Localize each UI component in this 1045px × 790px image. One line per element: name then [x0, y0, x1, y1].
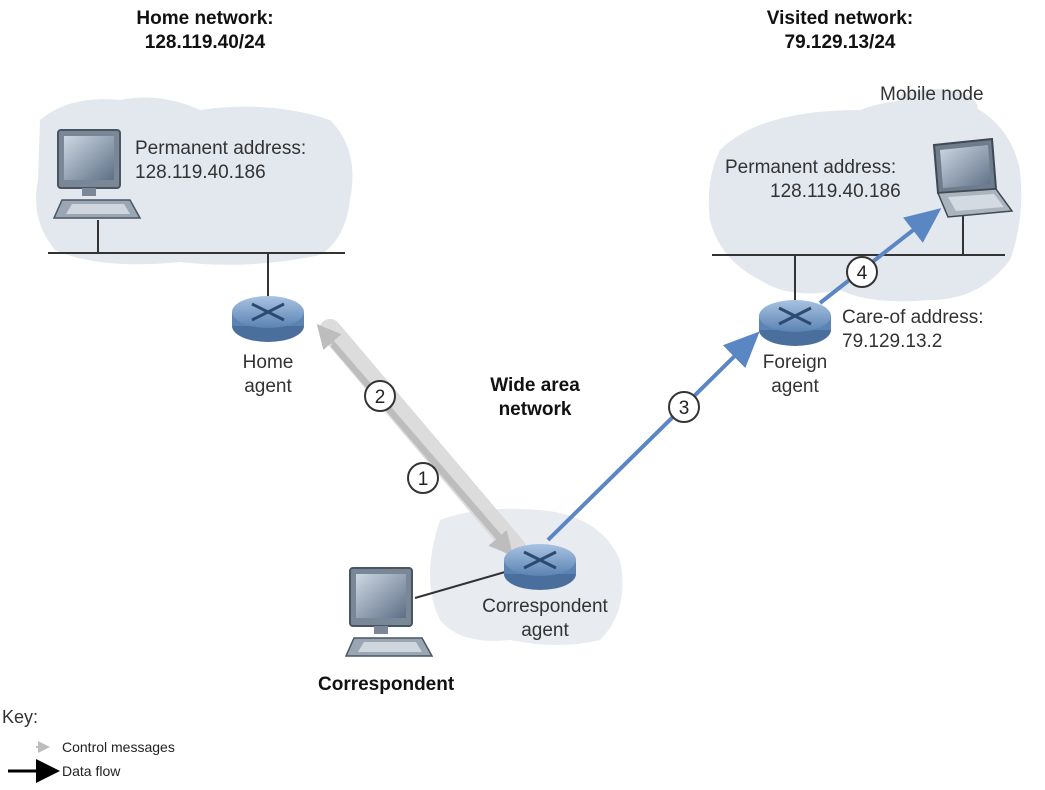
mobile-node-address: 128.119.40.186: [770, 181, 901, 202]
data-flow-arrow-4: [818, 208, 942, 305]
home-host-computer-icon: [52, 129, 142, 219]
visited-network-prefix: 79.129.13/24: [784, 32, 896, 53]
home-agent-label-line1: Home: [242, 352, 294, 373]
key-control-label: Control messages: [62, 739, 175, 755]
step-4-marker: 4: [846, 256, 878, 288]
home-network-title: Home network:: [136, 8, 274, 29]
control-path: [316, 319, 526, 559]
wan-label-line1: Wide area: [490, 375, 580, 396]
foreign-agent-router-icon: [759, 300, 831, 346]
correspondent-agent-router-icon: [504, 544, 576, 590]
key-title: Key:: [2, 707, 39, 727]
correspondent-agent-label-line2: agent: [521, 620, 569, 641]
mobile-node-laptop-icon: [932, 137, 1014, 218]
correspondent-link: [414, 571, 506, 599]
correspondent-label: Correspondent: [318, 674, 455, 695]
care-of-address-label: Care-of address:: [842, 307, 984, 328]
control-message-1-arrow: [330, 343, 514, 557]
step-2-number: 2: [375, 387, 386, 408]
mobile-node-region: [899, 89, 978, 127]
step-1-marker: 1: [407, 462, 439, 494]
mobile-node-address-label: Permanent address:: [725, 157, 897, 178]
home-network-prefix: 128.119.40/24: [144, 32, 266, 53]
foreign-agent-label-line2: agent: [771, 376, 819, 397]
key-data-label: Data flow: [62, 763, 121, 779]
correspondent-agent-label-line1: Correspondent: [482, 596, 608, 617]
step-3-number: 3: [679, 398, 690, 419]
correspondent-computer-icon: [344, 567, 434, 657]
step-2-marker: 2: [364, 380, 396, 412]
home-agent-label-line2: agent: [244, 376, 292, 397]
data-flow-arrow-3: [546, 331, 760, 542]
step-1-number: 1: [418, 469, 429, 490]
home-agent-router-icon: [232, 296, 304, 342]
foreign-agent-label-line1: Foreign: [762, 352, 828, 373]
control-message-2-arrow: [316, 323, 507, 544]
visited-network-title: Visited network:: [766, 8, 914, 29]
step-3-marker: 3: [668, 391, 700, 423]
mobile-node-title: Mobile node: [880, 84, 984, 105]
step-4-number: 4: [857, 263, 868, 284]
home-host-address-label: Permanent address:: [135, 138, 307, 159]
home-host-address: 128.119.40.186: [135, 162, 266, 183]
wan-label-line2: network: [498, 399, 572, 420]
care-of-address: 79.129.13.2: [842, 331, 943, 352]
